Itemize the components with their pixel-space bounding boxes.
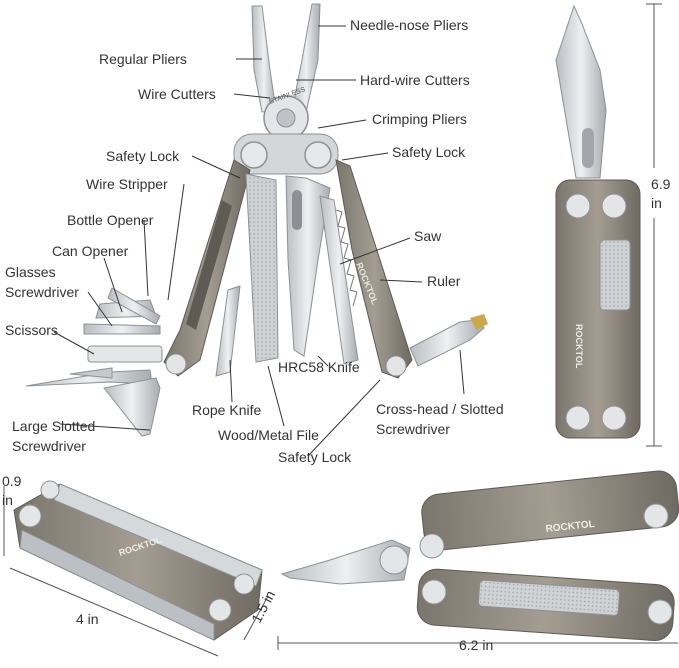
label-saw: Saw — [414, 228, 442, 244]
label-ruler: Ruler — [427, 273, 461, 289]
cross-head-screwdriver — [409, 319, 485, 367]
callout-leader-lines — [53, 25, 465, 457]
rope-knife-blade — [215, 285, 241, 377]
brand-logo-open: ROCKTOL — [545, 519, 595, 535]
label-hrc58-knife: HRC58 Knife — [278, 359, 360, 375]
closed-tool-dimension-lines — [3, 486, 269, 657]
label-safety-lock-left: Safety Lock — [106, 148, 180, 164]
saw-blade — [319, 195, 359, 365]
dimension-open-length: 6.2 in — [459, 637, 494, 653]
dimension-thickness-unit: in — [2, 492, 13, 508]
closed-tool-isometric-view: ROCKTOL — [13, 480, 263, 641]
open-multitool-illustration: STAINLESS ROCKTOL — [25, 3, 488, 437]
label-wire-stripper: Wire Stripper — [86, 176, 168, 192]
folded-knife-side-view: ROCKTOL — [555, 4, 641, 439]
label-hard-wire-cutters: Hard-wire Cutters — [360, 72, 470, 88]
folded-view-knife-blade — [555, 4, 607, 179]
large-slotted-screwdriver — [103, 377, 161, 437]
label-glasses-screwdriver-line2: Screwdriver — [5, 284, 79, 300]
label-wood-metal-file: Wood/Metal File — [218, 427, 319, 443]
right-handle — [335, 159, 413, 379]
brand-logo-folded: ROCKTOL — [574, 324, 584, 369]
label-rope-knife: Rope Knife — [192, 402, 262, 418]
hinge-screw-left — [240, 141, 268, 169]
dimension-thickness-value: 0.9 — [2, 473, 22, 489]
label-needle-nose-pliers: Needle-nose Pliers — [350, 17, 469, 33]
label-can-opener: Can Opener — [52, 243, 129, 259]
label-cross-head-screwdriver-line2: Screwdriver — [376, 421, 450, 437]
pliers-upper-handle — [421, 470, 679, 551]
label-large-slotted-screwdriver-line2: Screwdriver — [12, 438, 86, 454]
dimension-height-unit: in — [651, 195, 662, 211]
label-crimping-pliers: Crimping Pliers — [372, 111, 467, 127]
label-large-slotted-screwdriver-line1: Large Slotted — [12, 418, 96, 434]
height-dimension-line — [646, 3, 662, 447]
label-wire-cutters: Wire Cutters — [138, 86, 216, 102]
label-safety-lock-right: Safety Lock — [392, 144, 466, 160]
dimension-height-value: 6.9 — [651, 176, 671, 192]
label-glasses-screwdriver-line1: Glasses — [5, 264, 56, 280]
hinge-screw-right — [304, 141, 332, 169]
open-length-dimension-line — [277, 636, 678, 650]
label-scissors: Scissors — [5, 322, 58, 338]
label-regular-pliers: Regular Pliers — [99, 51, 187, 67]
open-pliers-side-view: ROCKTOL — [280, 470, 679, 642]
scissors-handle-block — [87, 345, 163, 363]
wood-metal-file — [245, 173, 279, 363]
glasses-screwdriver — [83, 323, 161, 335]
label-safety-lock-bottom: Safety Lock — [278, 449, 352, 465]
label-cross-head-screwdriver-line1: Cross-head / Slotted — [376, 401, 504, 417]
bottle-opener — [107, 287, 161, 325]
dimension-folded-length: 4 in — [76, 611, 99, 627]
label-bottle-opener: Bottle Opener — [67, 212, 154, 228]
